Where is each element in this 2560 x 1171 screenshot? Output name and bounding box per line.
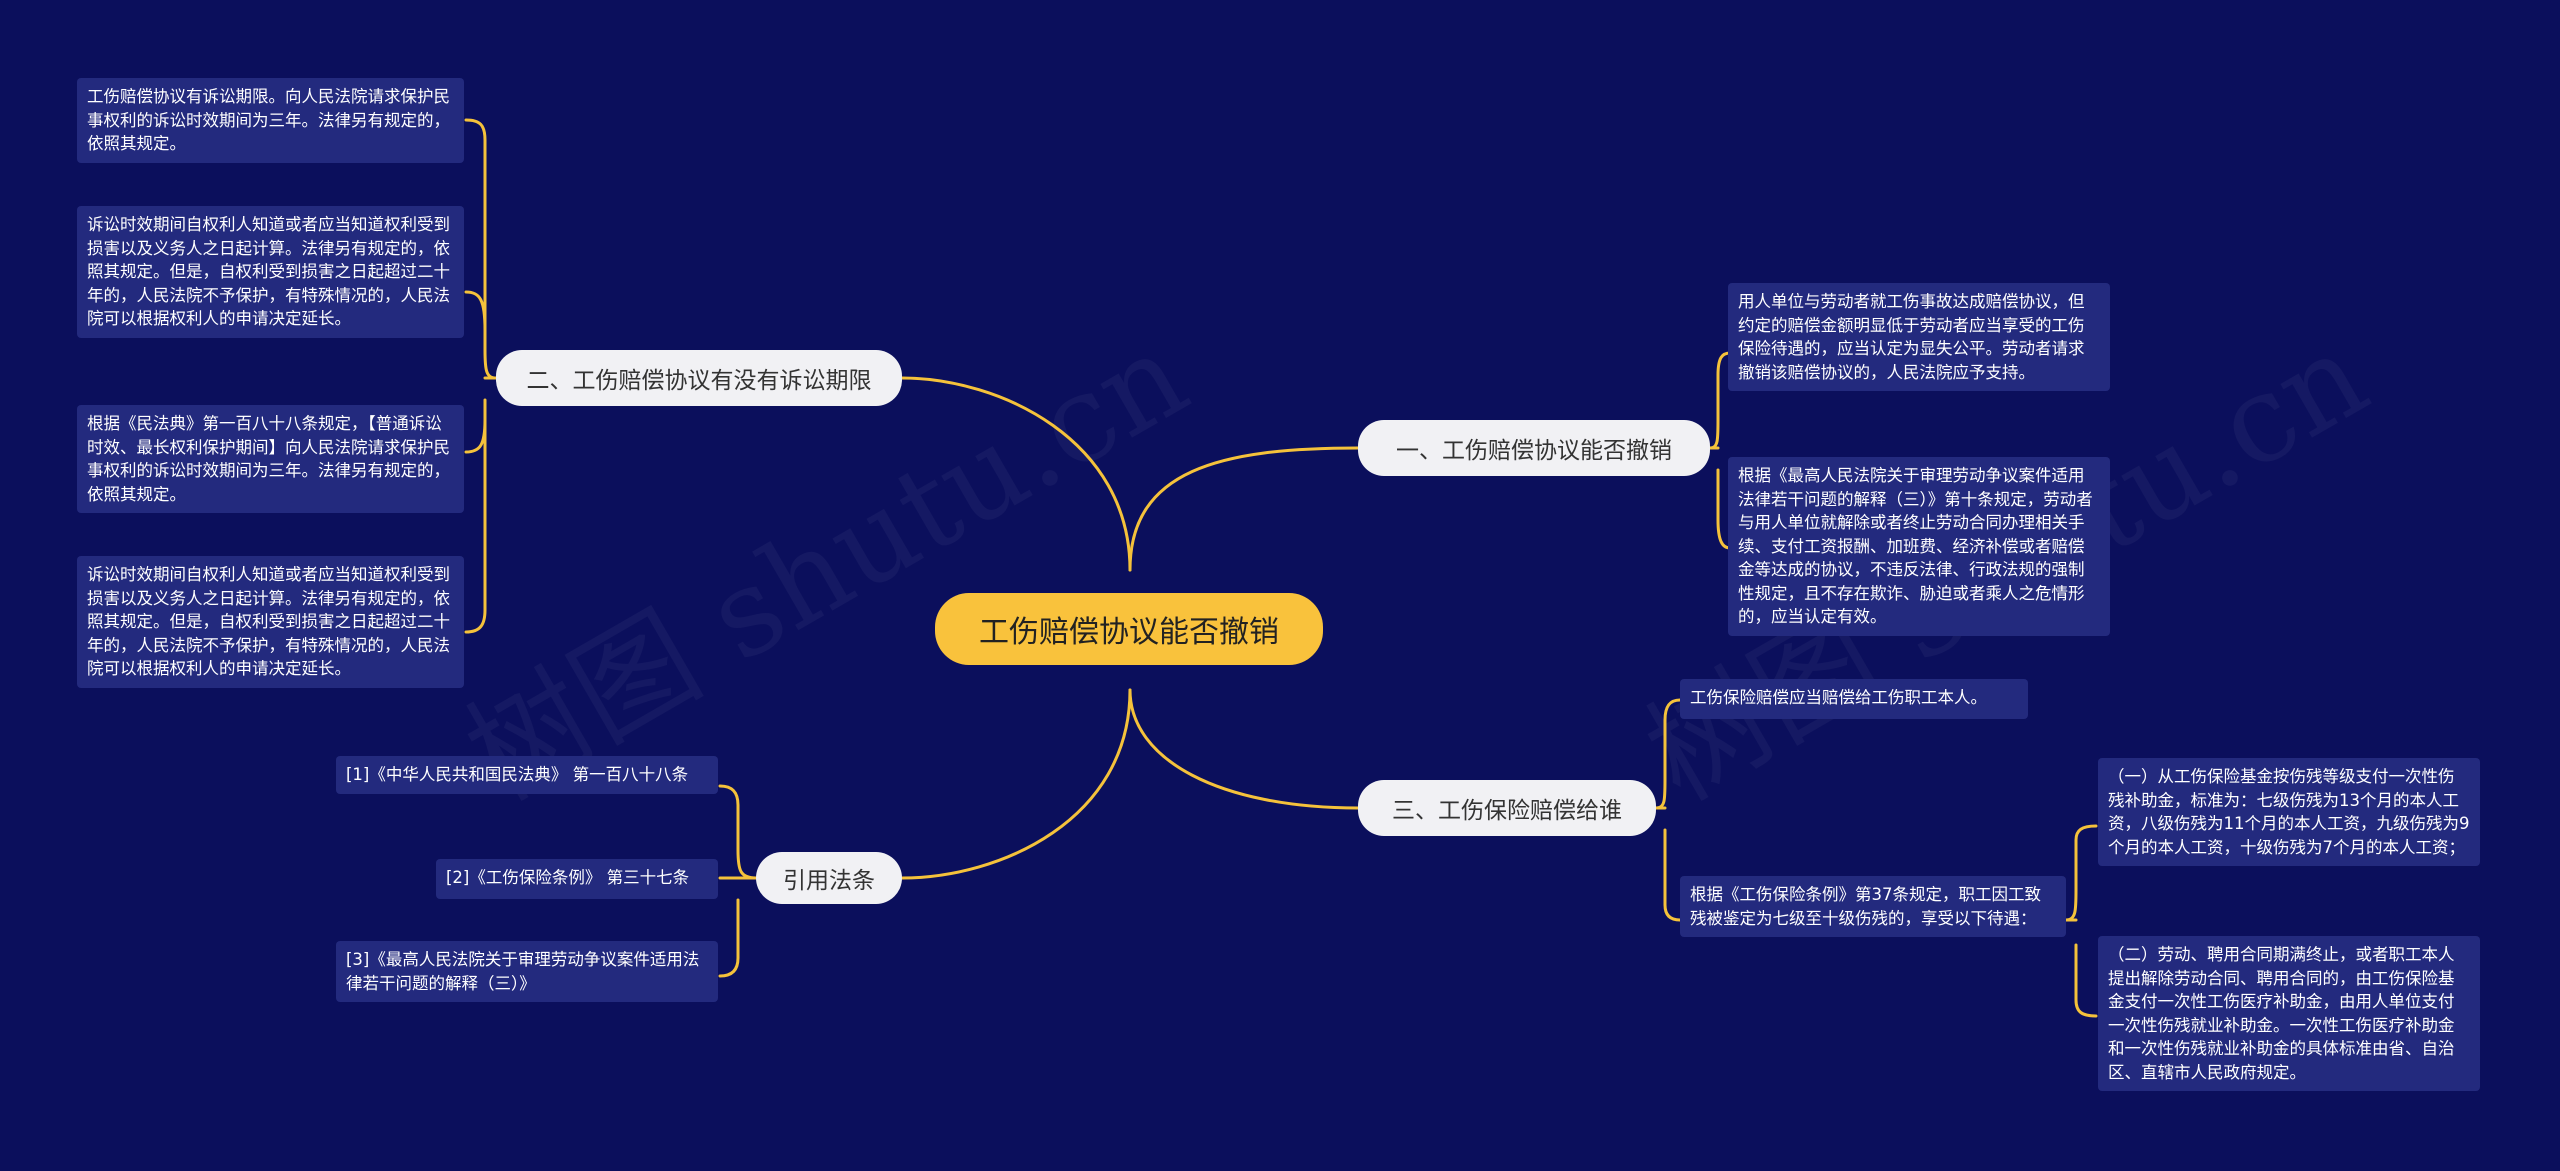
leaf-citation-civil-code: [1]《中华人民共和国民法典》 第一百八十八条 (336, 756, 718, 794)
link-root-b1 (1128, 446, 1360, 572)
branch-limitation-period[interactable]: 二、工伤赔偿协议有没有诉讼期限 (496, 350, 902, 406)
link-root-b4 (900, 688, 1132, 880)
leaf-limitation-three-years: 工伤赔偿协议有诉讼期限。向人民法院请求保护民事权利的诉讼时效期间为三年。法律另有… (77, 78, 464, 163)
branch-compensation-recipient[interactable]: 三、工伤保险赔偿给谁 (1358, 780, 1656, 836)
branch-cited-laws[interactable]: 引用法条 (756, 852, 902, 904)
leaf-limitation-start: 诉讼时效期间自权利人知道或者应当知道权利受到损害以及义务人之日起计算。法律另有规… (77, 206, 464, 338)
link-b3-sub-bracket (2064, 824, 2098, 1018)
leaf-regulation-37: 根据《工伤保险条例》第37条规定，职工因工致残被鉴定为七级至十级伤残的，享受以下… (1680, 876, 2066, 937)
leaf-recipient-self: 工伤保险赔偿应当赔偿给工伤职工本人。 (1680, 679, 2028, 719)
link-b4-bracket (718, 784, 758, 978)
leaf-citation-interpretation: [3]《最高人民法院关于审理劳动争议案件适用法律若干问题的解释（三）》 (336, 941, 718, 1002)
link-b2-bracket (464, 118, 498, 634)
leaf-judicial-interpretation: 根据《最高人民法院关于审理劳动争议案件适用法律若干问题的解释（三）》第十条规定，… (1728, 457, 2110, 636)
root-topic[interactable]: 工伤赔偿协议能否撤销 (935, 593, 1323, 665)
leaf-civil-code-188: 根据《民法典》第一百八十八条规定，【普通诉讼时效、最长权利保护期间】向人民法院请… (77, 405, 464, 513)
leaf-unfair-agreement: 用人单位与劳动者就工伤事故达成赔偿协议，但约定的赔偿金额明显低于劳动者应当享受的… (1728, 283, 2110, 391)
leaf-citation-regulation: [2]《工伤保险条例》 第三十七条 (436, 859, 718, 899)
subleaf-disability-subsidy: （一）从工伤保险基金按伤残等级支付一次性伤残补助金，标准为：七级伤残为13个月的… (2098, 758, 2480, 866)
branch-revocation[interactable]: 一、工伤赔偿协议能否撤销 (1358, 420, 1710, 476)
link-root-b2 (900, 376, 1132, 572)
link-root-b3 (1128, 688, 1360, 810)
link-b3-bracket (1654, 698, 1682, 922)
subleaf-medical-subsidy: （二）劳动、聘用合同期满终止，或者职工本人提出解除劳动合同、聘用合同的，由工伤保… (2098, 936, 2480, 1091)
leaf-limitation-start-repeat: 诉讼时效期间自权利人知道或者应当知道权利受到损害以及义务人之日起计算。法律另有规… (77, 556, 464, 688)
link-b1-bracket (1708, 351, 1732, 550)
